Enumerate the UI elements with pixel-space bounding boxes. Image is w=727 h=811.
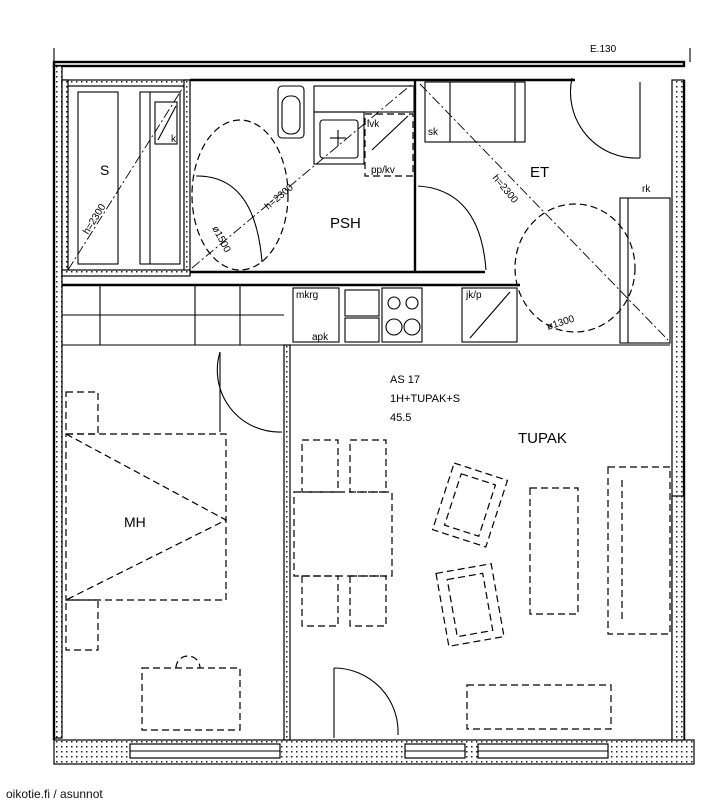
bathroom: lvk pp/kv PSH h=2300 ø1500: [191, 83, 415, 271]
fixture-label-rk: rk: [642, 184, 651, 195]
outer-walls: [52, 48, 691, 741]
dimension-label-top: E.130: [590, 44, 617, 55]
bedroom: MH: [65, 351, 283, 731]
fixture-label-ppkv: pp/kv: [371, 165, 395, 176]
kitchen-counter: mkrg apk jk/p: [62, 285, 518, 345]
room-label-entrance: ET: [530, 164, 549, 181]
fixture-label-apk: apk: [312, 332, 329, 343]
fixture-label-sk: sk: [428, 127, 439, 138]
apartment-area: 45.5: [390, 412, 411, 424]
height-label-bath: h=2300: [263, 182, 296, 212]
height-label-entry: h=2300: [490, 173, 520, 206]
fixture-label-lvk: lvk: [367, 119, 380, 130]
room-label-bedroom: MH: [124, 514, 146, 530]
storage-room: k S h=2300: [67, 85, 185, 271]
room-label-living: TUPAK: [518, 430, 567, 447]
fixture-label-jkp: jk/p: [465, 290, 482, 301]
apartment-type: 1H+TUPAK+S: [390, 393, 460, 405]
height-label-storage: h=2300: [81, 202, 108, 237]
living-room: AS 17 1H+TUPAK+S 45.5 TUPAK: [293, 374, 685, 741]
room-label-storage: S: [100, 162, 109, 178]
interior-walls: [61, 78, 671, 741]
fixture-label-mkrg: mkrg: [296, 290, 318, 301]
watermark: oikotie.fi / asunnot: [6, 787, 103, 801]
apartment-code: AS 17: [390, 374, 420, 386]
fixture-label-k: k: [171, 134, 177, 145]
room-label-bathroom: PSH: [330, 215, 361, 232]
bottom-wall: [53, 739, 695, 765]
entrance: sk ET rk h=2300 ø1300 E.130: [417, 44, 669, 341]
